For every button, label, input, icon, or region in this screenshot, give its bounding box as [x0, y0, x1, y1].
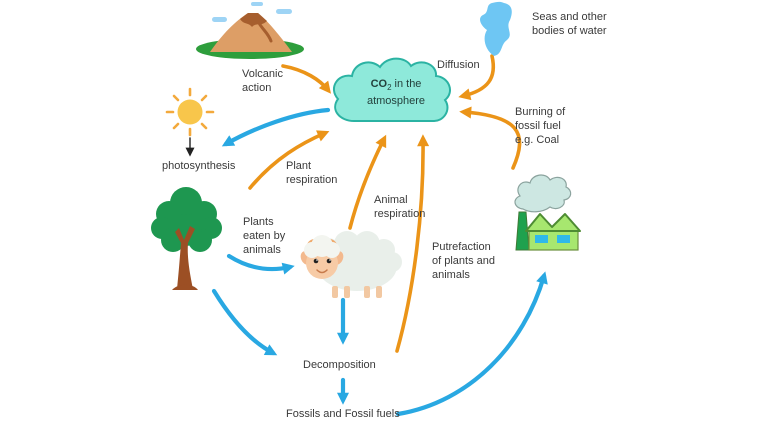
arrow-plant-respiration-to-atmosphere	[248, 130, 330, 190]
co2-line2: atmosphere	[366, 94, 426, 107]
factory-window	[557, 235, 570, 243]
arrow-fossils-to-factory	[395, 271, 548, 417]
label-putrefaction: Putrefaction of plants and animals	[432, 241, 495, 281]
label-burning-fossil-fuel: Burning of fossil fuel e.g. Coal	[515, 106, 566, 146]
volcano-icon	[196, 2, 304, 59]
arrow-volcanic-action-to-atmosphere	[281, 64, 332, 94]
arrow-tree-to-sheep	[226, 253, 295, 275]
arrow-putrefaction-to-atmosphere	[395, 134, 430, 353]
arrow-tree-to-decomposition	[211, 288, 278, 356]
arrow-atmosphere-to-photosynthesis	[221, 107, 331, 147]
factory-window	[535, 235, 548, 243]
arrow-burning-factory-to-atmosphere	[459, 106, 522, 170]
label-photosynthesis: photosynthesis	[162, 160, 236, 172]
label-plant-respiration: Plant respiration	[286, 160, 338, 186]
arrow-diffusion-sea-to-atmosphere	[458, 54, 496, 101]
label-fossils: Fossils and Fossil fuels	[286, 408, 400, 420]
factory-icon	[514, 174, 581, 251]
tree-icon	[151, 187, 222, 290]
label-decomposition: Decomposition	[303, 359, 376, 371]
arrow-animal-respiration-to-atmosphere	[348, 134, 387, 230]
factory-roof	[525, 213, 581, 232]
label-volcanic-action: Volcanic action	[242, 68, 283, 94]
co2-suffix: in the	[394, 78, 422, 90]
co2-cloud-icon	[333, 57, 451, 123]
label-plants-eaten-by-animals: Plants eaten by animals	[243, 216, 286, 256]
label-seas: Seas and other bodies of water	[532, 11, 607, 37]
sun-icon	[165, 87, 215, 137]
sea-icon	[480, 1, 512, 57]
co2-formula: CO	[370, 78, 388, 90]
factory-smoke	[514, 174, 572, 213]
label-animal-respiration: Animal respiration	[374, 194, 426, 220]
sheep-icon	[300, 231, 402, 298]
label-diffusion: Diffusion	[437, 59, 480, 71]
co2-subscript: 2	[387, 83, 392, 93]
